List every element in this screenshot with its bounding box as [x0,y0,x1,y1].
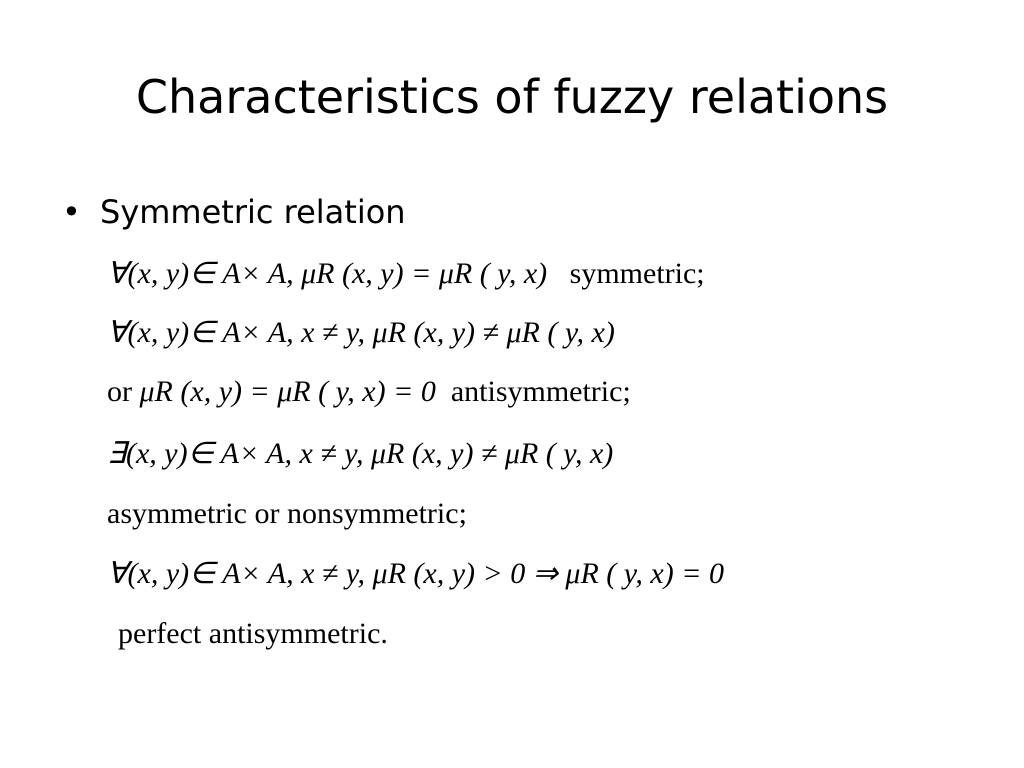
formula-expression: ∀(x, y)∈ A× A, x ≠ y, μR (x, y) ≠ μR ( y… [107,316,615,349]
formula-line-perfect-antisymmetric: perfect antisymmetric. [118,614,388,654]
formula-label: symmetric; [569,257,705,290]
formula-line-perfect-antisymmetric-condition: ∀(x, y)∈ A× A, x ≠ y, μR (x, y) > 0 ⇒ μR… [107,554,724,594]
formula-prefix: or [107,375,132,408]
formula-line-symmetric: ∀(x, y)∈ A× A, μR (x, y) = μR ( y, x) sy… [107,254,705,294]
formula-line-asymmetric-condition: ∃(x, y)∈ A× A, x ≠ y, μR (x, y) ≠ μR ( y… [107,434,613,474]
formula-label: antisymmetric; [450,375,631,408]
bullet-text: Symmetric relation [100,193,406,231]
formula-line-antisymmetric: or μR (x, y) = μR ( y, x) = 0 antisymmet… [107,372,631,412]
formula-line-antisymmetric-condition: ∀(x, y)∈ A× A, x ≠ y, μR (x, y) ≠ μR ( y… [107,313,615,353]
slide-title: Characteristics of fuzzy relations [135,70,889,124]
formula-expression: ∀(x, y)∈ A× A, μR (x, y) = μR ( y, x) [107,257,548,290]
formula-label: perfect antisymmetric. [118,617,388,650]
formula-expression: ∃(x, y)∈ A× A, x ≠ y, μR (x, y) ≠ μR ( y… [107,437,614,470]
bullet-marker: • [62,193,81,231]
formula-expression: μR (x, y) = μR ( y, x) = 0 [139,375,436,408]
formula-line-asymmetric: asymmetric or nonsymmetric; [107,494,467,534]
bullet-item: • Symmetric relation [62,190,406,234]
formula-label: asymmetric or nonsymmetric; [107,497,467,530]
formula-expression: ∀(x, y)∈ A× A, x ≠ y, μR (x, y) > 0 ⇒ μR… [107,557,724,590]
